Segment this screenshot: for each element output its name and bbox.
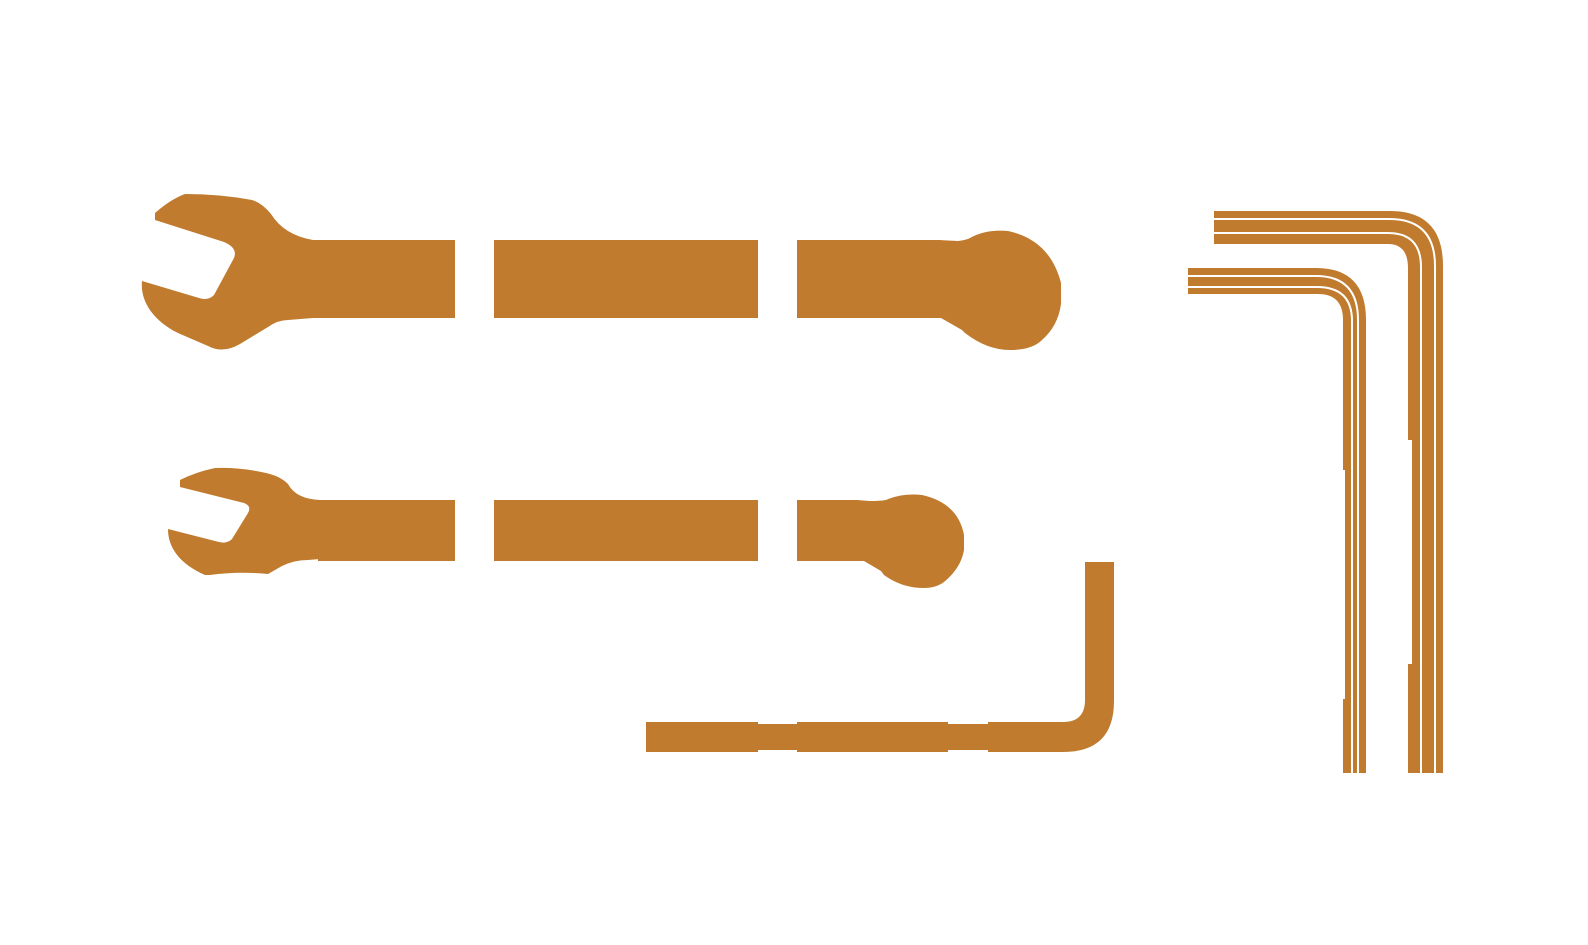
groove-line bbox=[1188, 275, 1359, 773]
wrench-shaft-segment bbox=[797, 500, 859, 561]
open-end-wrench-icon bbox=[168, 467, 964, 588]
wrench-ring-head bbox=[938, 230, 1061, 350]
hex-key-bent-bar bbox=[646, 562, 1114, 752]
wrench-jaw-head bbox=[141, 194, 313, 350]
wrench-shaft-segment bbox=[494, 500, 758, 561]
hex-key-inner-l bbox=[1188, 268, 1366, 773]
wrench-shaft-segment bbox=[318, 500, 455, 561]
wrench-shaft-segment bbox=[311, 240, 455, 318]
wrench-shaft-segment bbox=[494, 240, 758, 318]
groove-line bbox=[1214, 232, 1422, 773]
groove-line bbox=[1188, 286, 1353, 773]
hex-key-icon bbox=[1188, 268, 1366, 773]
wrench-shaft-segment bbox=[797, 240, 941, 318]
hex-key-icon bbox=[646, 562, 1114, 752]
wrench-ring-head bbox=[856, 494, 964, 588]
open-end-wrench-icon bbox=[141, 194, 1061, 350]
groove-line bbox=[1214, 218, 1436, 773]
hex-key-grooves bbox=[1188, 218, 1436, 773]
wrench-jaw-head bbox=[168, 467, 320, 575]
